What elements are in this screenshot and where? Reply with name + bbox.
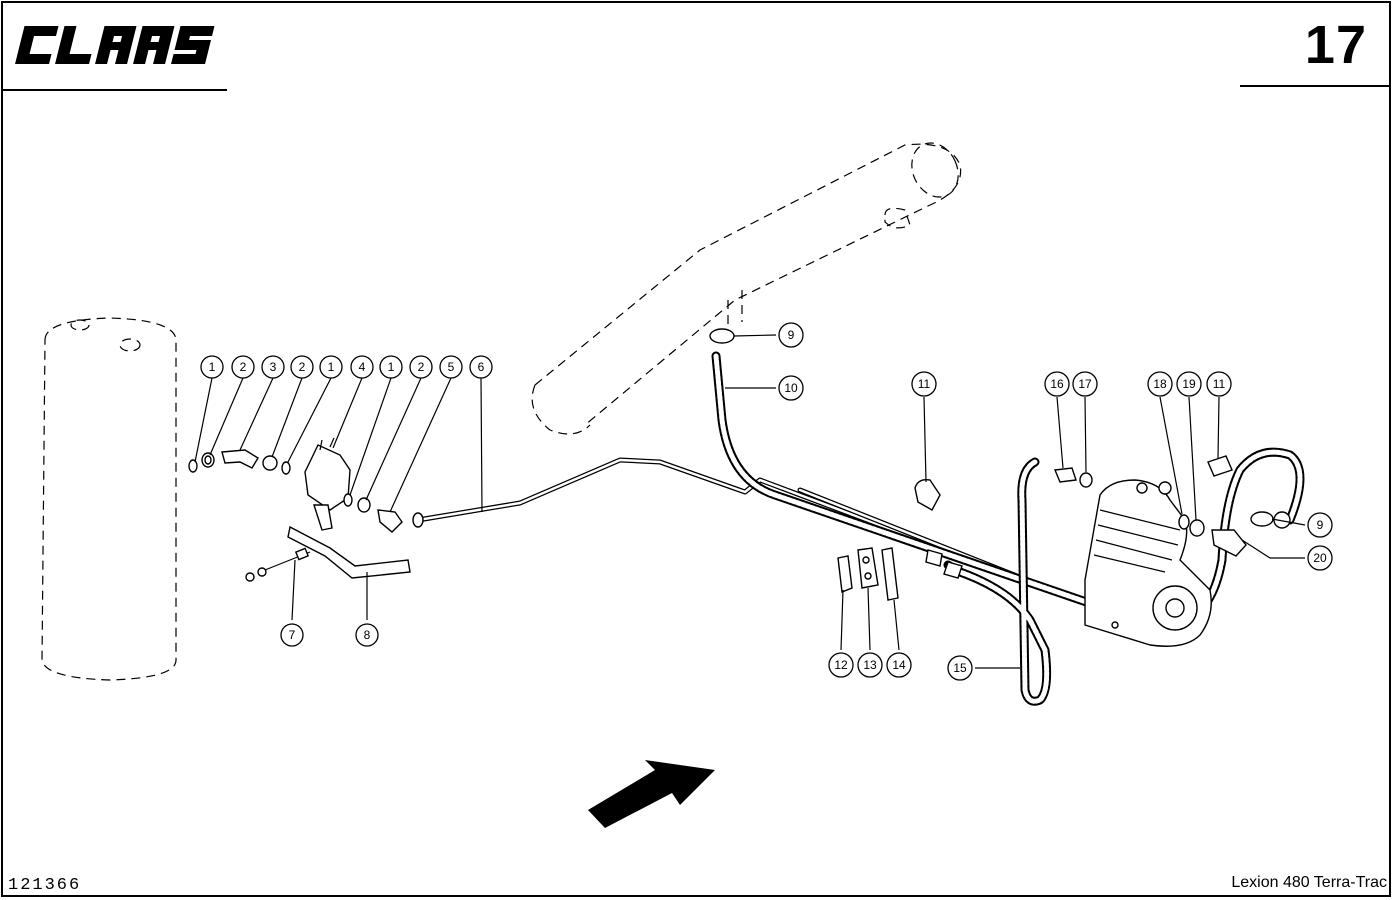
svg-text:19: 19 xyxy=(1182,377,1196,391)
svg-text:2: 2 xyxy=(240,360,247,374)
callout-8: 8 xyxy=(355,623,379,647)
callout-2: 2 xyxy=(231,355,255,379)
callout-6: 6 xyxy=(469,355,493,379)
svg-text:20: 20 xyxy=(1313,551,1327,565)
callout-18: 18 xyxy=(1147,371,1173,397)
svg-text:16: 16 xyxy=(1050,377,1064,391)
callout-20: 20 xyxy=(1307,545,1333,571)
page-number: 17 xyxy=(1304,15,1367,75)
svg-text:1: 1 xyxy=(209,360,216,374)
svg-text:1: 1 xyxy=(328,360,335,374)
callout-2: 2 xyxy=(290,355,314,379)
hose-15 xyxy=(943,457,1052,706)
header-rule-right xyxy=(1240,85,1390,87)
brand-logo xyxy=(15,26,215,64)
svg-text:12: 12 xyxy=(834,658,848,672)
svg-text:2: 2 xyxy=(299,360,306,374)
direction-arrow xyxy=(588,760,715,828)
leader-lines xyxy=(194,334,1306,669)
svg-text:11: 11 xyxy=(918,377,931,391)
svg-text:3: 3 xyxy=(270,360,277,374)
drawing-number: 121366 xyxy=(8,876,82,895)
callout-1: 1 xyxy=(379,355,403,379)
svg-text:6: 6 xyxy=(478,360,485,374)
svg-text:9: 9 xyxy=(1317,518,1324,532)
callout-14: 14 xyxy=(886,652,912,678)
callout-9: 9 xyxy=(778,322,804,348)
callout-11: 11 xyxy=(911,371,937,397)
callout-7: 7 xyxy=(280,623,304,647)
callout-12: 12 xyxy=(828,652,854,678)
air-tank xyxy=(41,317,177,681)
callout-15: 15 xyxy=(947,655,973,681)
fittings xyxy=(188,328,1291,601)
air-compressor xyxy=(1084,479,1212,647)
svg-text:9: 9 xyxy=(788,328,795,342)
svg-text:1: 1 xyxy=(388,360,395,374)
svg-text:2: 2 xyxy=(418,360,425,374)
svg-text:13: 13 xyxy=(863,658,877,672)
svg-text:5: 5 xyxy=(448,360,455,374)
callout-3: 3 xyxy=(261,355,285,379)
header-rule-left xyxy=(3,89,227,91)
callout-1: 1 xyxy=(200,355,224,379)
callout-2: 2 xyxy=(409,355,433,379)
callout-13: 13 xyxy=(857,652,883,678)
callout-1: 1 xyxy=(319,355,343,379)
svg-text:17: 17 xyxy=(1078,377,1092,391)
callout-17: 17 xyxy=(1072,371,1098,397)
hose-10 xyxy=(711,351,1100,610)
callout-11: 11 xyxy=(1206,371,1232,397)
svg-text:18: 18 xyxy=(1153,377,1167,391)
svg-text:7: 7 xyxy=(289,628,296,642)
svg-text:14: 14 xyxy=(892,658,906,672)
svg-text:15: 15 xyxy=(953,661,967,675)
callout-9: 9 xyxy=(1307,512,1333,538)
svg-text:4: 4 xyxy=(359,360,366,374)
callout-4: 4 xyxy=(350,355,374,379)
callout-5: 5 xyxy=(439,355,463,379)
callout-10: 10 xyxy=(778,375,804,401)
svg-text:11: 11 xyxy=(1213,377,1226,391)
svg-text:10: 10 xyxy=(784,381,798,395)
svg-text:8: 8 xyxy=(364,628,371,642)
hose-compressor-return xyxy=(1190,447,1305,620)
callout-19: 19 xyxy=(1176,371,1202,397)
model-name: Lexion 480 Terra-Trac xyxy=(1231,874,1387,891)
intake-tube xyxy=(531,142,962,435)
callout-16: 16 xyxy=(1044,371,1070,397)
